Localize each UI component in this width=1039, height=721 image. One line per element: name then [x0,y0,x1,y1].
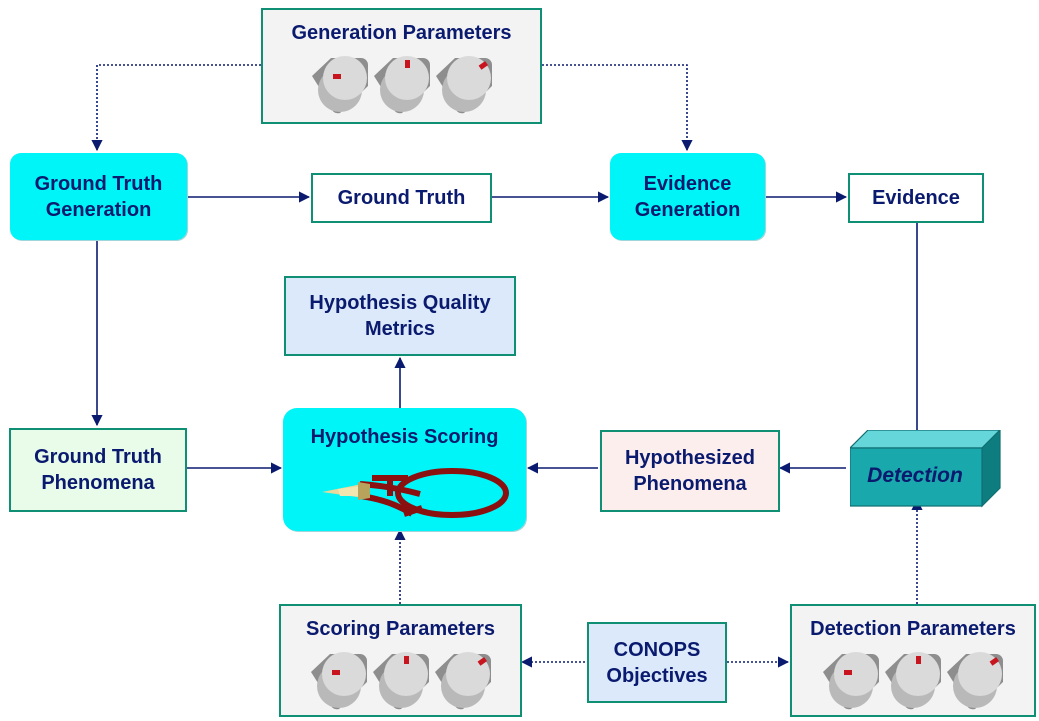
evidence-generation-line2: Generation [634,198,741,221]
detection-parameters-label: Detection Parameters [810,618,1016,640]
dotted-generation-params-to-evidence-generation [542,64,693,152]
knob-icon [947,652,1003,710]
detection-label: Detection [867,464,963,487]
knob-icon [372,652,429,710]
hypothesized-phenomena-line1: Hypothesized [624,447,756,469]
ground-truth-box: Ground Truth [311,173,492,223]
detection-block-shape [850,430,1001,508]
dotted-generation-params-to-gt-generation [91,64,261,152]
scoring-parameters-box: Scoring Parameters [279,604,522,717]
ground-truth-generation-line1: Ground Truth [34,172,163,195]
evidence-label: Evidence [872,187,960,209]
conops-objectives-line2: Objectives [606,664,708,687]
knob-icon [311,56,368,114]
hypothesized-phenomena-box: Hypothesized Phenomena [600,430,780,512]
conops-objectives-line1: CONOPS [613,638,701,661]
ground-truth-generation-box: Ground Truth Generation [10,153,187,240]
evidence-generation-line1: Evidence [643,172,732,195]
detection-parameters-knobs [822,652,1004,710]
ground-truth-generation-line2: Generation [45,198,152,221]
hypothesis-quality-metrics-box: Hypothesis Quality Metrics [284,276,516,356]
detection-box: Detection [850,430,1002,512]
hypothesis-scoring-box: Hypothesis Scoring [283,408,526,531]
detection-parameters-box: Detection Parameters [790,604,1036,717]
generation-parameters-box: Generation Parameters [261,8,542,124]
evidence-generation-box: Evidence Generation [610,153,765,240]
generation-parameters-knobs [311,56,493,114]
scoring-parameters-label: Scoring Parameters [306,618,495,640]
knob-icon [373,56,430,114]
generation-parameters-label: Generation Parameters [291,22,512,44]
hypothesis-quality-metrics-line1: Hypothesis Quality [309,292,491,314]
hypothesis-scoring-label: Hypothesis Scoring [310,426,499,448]
ground-truth-phenomena-line1: Ground Truth [34,446,162,468]
hypothesized-phenomena-line2: Phenomena [633,473,747,495]
knob-icon [823,652,879,710]
knob-icon [310,652,367,710]
ground-truth-label: Ground Truth [337,187,466,209]
knob-icon [434,652,491,710]
knob-icon [885,652,941,710]
conops-objectives-box: CONOPS Objectives [587,622,727,703]
evidence-box: Evidence [848,173,984,223]
scoring-parameters-knobs [310,652,492,710]
ground-truth-phenomena-box: Ground Truth Phenomena [9,428,187,512]
scoring-instrument-icon [321,468,509,518]
knob-icon [435,56,492,114]
ground-truth-phenomena-line2: Phenomena [41,472,155,494]
hypothesis-quality-metrics-line2: Metrics [364,318,436,340]
